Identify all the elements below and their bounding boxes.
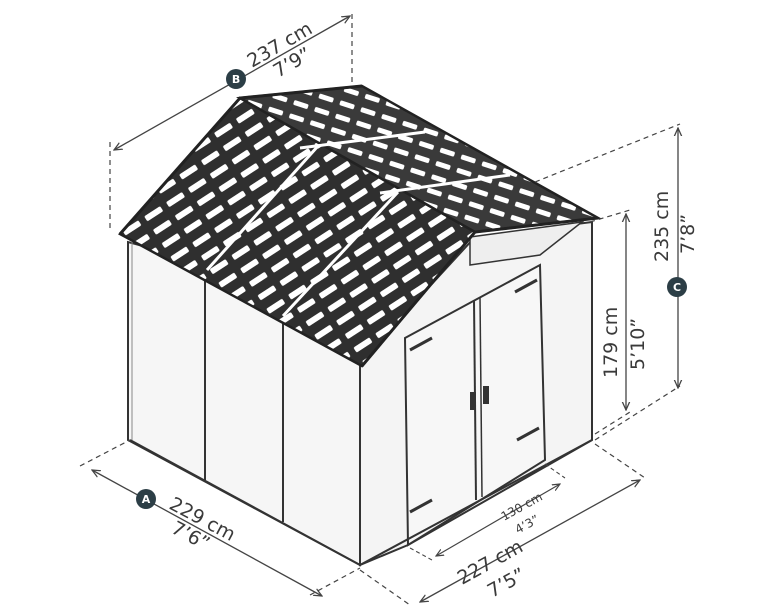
hinge-icon: [516, 426, 540, 442]
dimension-arrow-icon: [92, 470, 322, 596]
dim-side-height-imperial: 5’10”: [627, 318, 649, 370]
badge-b-label: B: [232, 73, 240, 86]
dimension-side-height: 179 cm 5’10”: [589, 209, 649, 435]
badge-b: [226, 69, 246, 89]
door-handle-icon: [470, 386, 489, 410]
badge-c: [667, 277, 687, 297]
dim-c-metric: 235 cm: [651, 191, 673, 262]
dim-side-height-metric: 179 cm: [600, 307, 622, 378]
hinge-icon: [409, 336, 433, 352]
hinge-icon: [514, 278, 538, 294]
dimension-c: C 235 cm 7’8”: [534, 123, 699, 441]
dimension-arrow-icon: [436, 484, 560, 556]
badge-a: [136, 489, 156, 509]
badge-a-label: A: [142, 493, 151, 506]
gable: [469, 220, 585, 266]
badge-c-label: C: [673, 281, 681, 294]
dim-c-imperial: 7’8”: [677, 214, 699, 254]
